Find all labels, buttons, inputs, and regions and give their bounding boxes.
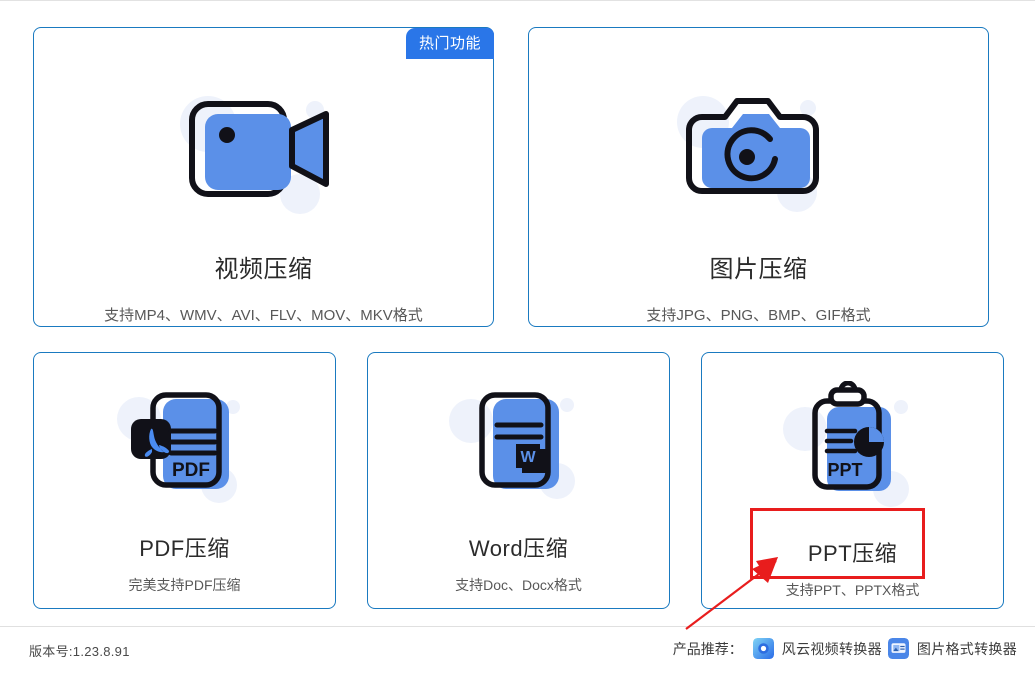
promo-name: 图片格式转换器 [916, 640, 1017, 657]
image-format-converter-icon [887, 638, 909, 659]
svg-text:PDF: PDF [172, 460, 210, 481]
camera-icon [669, 86, 849, 221]
card-subtitle: 完美支持PDF压缩 [128, 577, 241, 593]
hot-feature-badge: 热门功能 [405, 28, 494, 59]
version-label: 版本号:1.23.8.91 [29, 644, 130, 659]
card-video-compress[interactable]: 热门功能 视频压缩 支持MP4、WMV、AVI、FLV、MOV、MKV格式 [33, 27, 494, 327]
card-pdf-compress[interactable]: PDF PDF压缩 完美支持PDF压缩 [33, 352, 336, 609]
card-title: Word压缩 [468, 536, 569, 561]
pdf-document-icon: PDF [115, 381, 255, 511]
video-camera-icon [174, 86, 354, 221]
card-subtitle: 支持PPT、PPTX格式 [785, 582, 920, 598]
card-title: PPT压缩 [807, 541, 898, 566]
promo-name: 风云视频转换器 [781, 640, 882, 657]
promo-video-converter[interactable]: 风云视频转换器 [752, 638, 882, 659]
card-subtitle: 支持JPG、PNG、BMP、GIF格式 [646, 307, 871, 324]
card-word-compress[interactable]: W Word压缩 支持Doc、Docx格式 [367, 352, 670, 609]
card-title: 图片压缩 [709, 256, 808, 283]
promo-label: 产品推荐： [672, 640, 743, 657]
feature-grid-top: 热门功能 视频压缩 支持MP4、WMV、AVI、FLV、MOV、MKV格式 [33, 27, 1001, 327]
card-title: PDF压缩 [139, 536, 230, 561]
card-title: 视频压缩 [214, 256, 313, 283]
card-ppt-compress[interactable]: PPT PPT压缩 支持PPT、PPTX格式 [701, 352, 1004, 609]
footer-promotions: 产品推荐： 风云视频转换器 [673, 638, 1017, 659]
card-subtitle: 支持Doc、Docx格式 [455, 577, 582, 593]
feature-grid-bottom: PDF PDF压缩 完美支持PDF压缩 [33, 352, 1005, 609]
footer-bar: 版本号:1.23.8.91 产品推荐： 风云视频转换器 [0, 626, 1035, 672]
svg-text:W: W [520, 449, 536, 466]
word-document-icon: W [448, 381, 589, 511]
ppt-clipboard-icon: PPT [782, 380, 923, 516]
card-subtitle: 支持MP4、WMV、AVI、FLV、MOV、MKV格式 [104, 307, 423, 324]
promo-image-format-converter[interactable]: 图片格式转换器 [887, 638, 1017, 659]
video-converter-icon [752, 638, 774, 659]
svg-text:PPT: PPT [827, 460, 862, 480]
card-image-compress[interactable]: 图片压缩 支持JPG、PNG、BMP、GIF格式 [528, 27, 989, 327]
